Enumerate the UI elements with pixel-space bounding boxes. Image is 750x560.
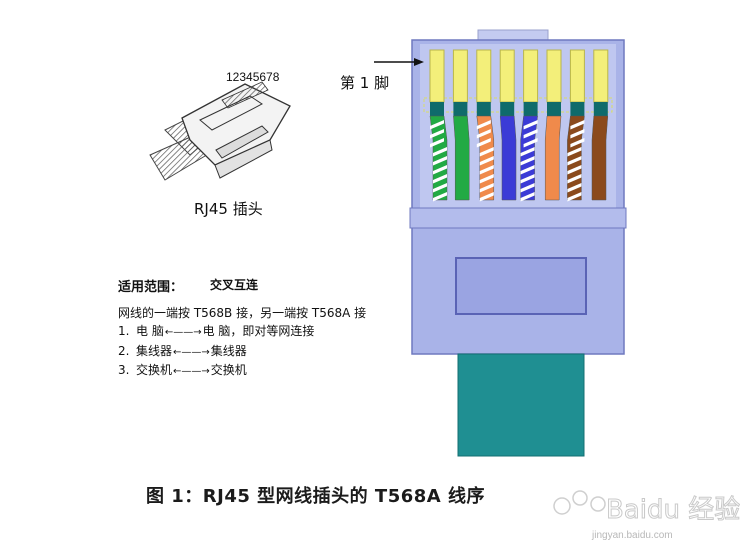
- connection-b: 电 脑，即对等网连接: [202, 324, 315, 338]
- wire-brown: [591, 115, 609, 201]
- wire-stripe: [523, 138, 538, 148]
- wire-stripe: [476, 138, 491, 148]
- connection-a: 电 脑: [136, 324, 164, 338]
- pin1-pointer: [374, 58, 424, 66]
- pin-wires: [429, 49, 609, 202]
- wire-stripe: [520, 147, 535, 157]
- pin-4: [499, 49, 517, 201]
- pin1-label: 第 1 脚: [340, 74, 390, 92]
- wire-stripe: [479, 147, 494, 157]
- pin-contact: [452, 49, 468, 103]
- wire-stripe: [520, 165, 535, 175]
- pin-contact: [593, 49, 609, 103]
- wire-stripe: [479, 174, 494, 184]
- wire-stripe: [433, 156, 447, 166]
- wire-stripe: [520, 174, 535, 184]
- pin-6: [544, 49, 562, 201]
- wire-stripe: [570, 120, 585, 130]
- pin-contact-base: [453, 102, 468, 116]
- wire-stripe: [430, 138, 444, 148]
- wiring-rule: 网线的一端按 T568B 接，另一端按 T568A 接: [118, 306, 367, 320]
- watermark-url: jingyan.baidu.com: [592, 530, 673, 541]
- arrow-icon: ←——→: [173, 347, 210, 358]
- wire-stripe: [520, 156, 535, 166]
- wire-stripe: [476, 120, 491, 130]
- wire-orange: [544, 115, 562, 201]
- latch-window: [455, 257, 587, 315]
- wire-green: [453, 115, 470, 201]
- pin-contact-base: [523, 102, 538, 116]
- cable: [457, 353, 585, 457]
- wire-stripe: [479, 192, 494, 202]
- pin-contact: [476, 49, 492, 103]
- pin-contact-base: [547, 102, 561, 116]
- wire-stripe: [433, 147, 447, 157]
- wire-stripe: [567, 147, 582, 157]
- pin-contact: [499, 49, 515, 103]
- wire-stripe: [479, 183, 494, 193]
- wire-stripe: [567, 174, 582, 184]
- wire-stripe: [476, 129, 491, 139]
- wire-stripe: [479, 156, 494, 166]
- connection-item: 1. 电 脑←——→电 脑，即对等网连接: [118, 322, 314, 339]
- small-plug-label: RJ45 插头: [194, 200, 263, 218]
- contact-area: [420, 44, 616, 208]
- pin-1: [429, 49, 448, 202]
- small-rj45-plug: [149, 81, 291, 181]
- connection-num: 1.: [118, 324, 130, 338]
- pin-8: [591, 49, 609, 201]
- wire-stripe: [570, 129, 585, 139]
- contact-line: [423, 97, 613, 113]
- connection-b: 集线器: [210, 344, 247, 358]
- arrow-icon: ←——→: [164, 327, 202, 338]
- pin-contact: [546, 49, 562, 103]
- pin-contact: [523, 49, 539, 103]
- wire-stripe: [479, 165, 494, 175]
- wire-stripe: [430, 120, 444, 130]
- connection-item: 3. 交换机←——→交换机: [118, 361, 247, 378]
- baidu-watermark-logo: Baidu 经验: [553, 490, 740, 526]
- wire-stripe: [570, 138, 585, 148]
- watermark-brand: Baidu 经验: [606, 495, 740, 525]
- figure-caption: 图 1：RJ45 型网线插头的 T568A 线序: [146, 486, 485, 507]
- connection-a: 集线器: [136, 344, 173, 358]
- connection-b: 交换机: [210, 363, 247, 377]
- pin-7: [567, 49, 585, 202]
- wire-stripe: [433, 174, 447, 184]
- wire-stripe: [433, 183, 447, 193]
- wire-stripe: [523, 129, 538, 139]
- pin-contact: [569, 49, 585, 103]
- pin-contact-base: [476, 102, 491, 116]
- wire-stripe: [433, 165, 447, 175]
- pin-contact-base: [430, 102, 444, 116]
- connection-item: 2. 集线器←——→集线器: [118, 342, 247, 359]
- wire-stripe: [567, 183, 582, 193]
- pin-contact-base: [500, 102, 515, 116]
- wire-stripe: [433, 192, 447, 202]
- pin-contact-base: [593, 102, 608, 116]
- pin-3: [476, 49, 495, 202]
- arrow-icon: ←——→: [173, 366, 210, 377]
- wire-stripe: [567, 192, 582, 202]
- pin-5: [520, 49, 539, 202]
- wire-blue: [499, 115, 517, 201]
- connection-a: 交换机: [136, 363, 173, 377]
- pin-contact: [429, 49, 445, 103]
- scope-heading: 适用范围：: [118, 280, 184, 295]
- scope-value: 交叉互连: [210, 278, 259, 292]
- wire-stripe: [430, 129, 444, 139]
- wire-stripe: [567, 156, 582, 166]
- wire-stripe: [520, 183, 535, 193]
- wire-stripe: [523, 120, 538, 130]
- small-plug-pin-numbers: 12345678: [226, 70, 280, 84]
- connection-num: 2.: [118, 344, 130, 358]
- wire-stripe: [520, 192, 535, 202]
- pin-2: [452, 49, 470, 201]
- connection-num: 3.: [118, 363, 130, 377]
- wire-stripe: [567, 165, 582, 175]
- plug-lower-top: [409, 207, 627, 229]
- pin-contact-base: [570, 102, 585, 116]
